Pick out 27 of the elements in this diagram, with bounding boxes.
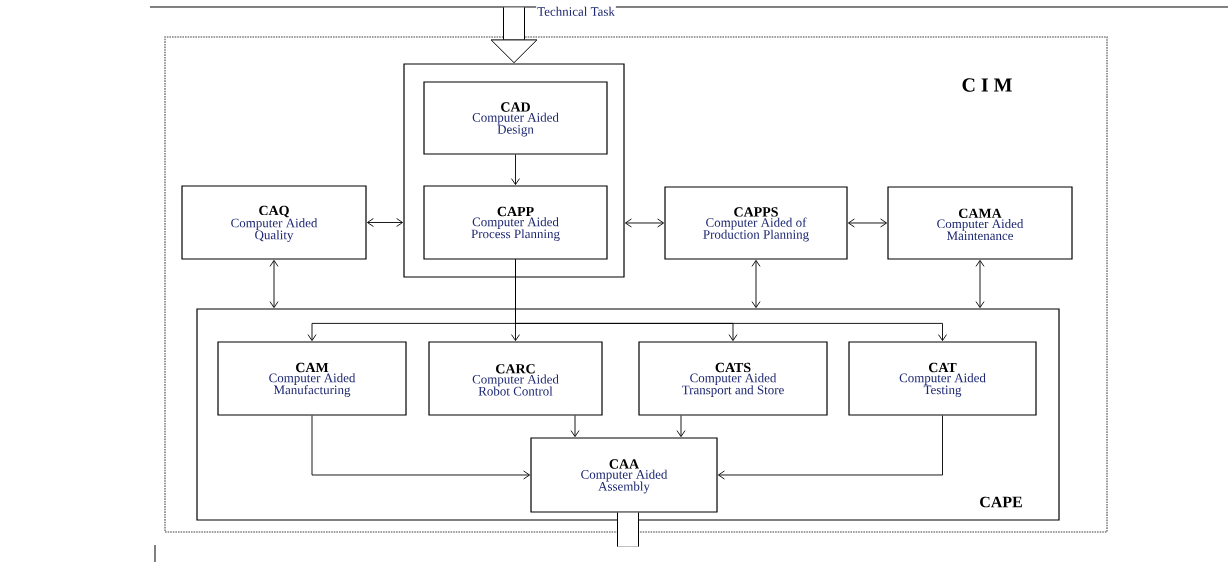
arrow [570,415,580,438]
block-arrow [490,7,538,64]
process-box: CAD Computer Aided Design [423,81,608,155]
process-box: CAPPS Computer Aided of Production Planning [664,186,848,260]
process-box: CAA Computer Aided Assembly [530,437,718,513]
arrow [717,415,943,480]
arrow [515,259,947,342]
process-box: CAMA Computer Aided Maintenance [887,186,1073,260]
arrow [751,259,761,309]
frame-heading: CAPE [980,496,1022,508]
group-box [403,63,625,278]
arrow [311,415,531,480]
arrow [975,259,985,309]
arrow [624,218,665,228]
frame-heading: C I M [962,78,1012,92]
arrow [269,259,279,309]
process-box: CAT Computer Aided Testing [848,341,1037,416]
process-box: CAM Computer Aided Manufacturing [217,341,407,416]
arrow [511,154,520,186]
process-box: CAPP Computer Aided Process Planning [423,185,608,260]
arrow [366,218,404,227]
arrow [676,415,686,438]
process-box: CAQ Computer Aided Quality [181,185,367,260]
edge-label: Technical Task [536,5,616,17]
process-box: CARC Computer Aided Robot Control [428,341,603,416]
process-box: CATS Computer Aided Transport and Store [638,341,828,416]
arrow [847,218,888,228]
